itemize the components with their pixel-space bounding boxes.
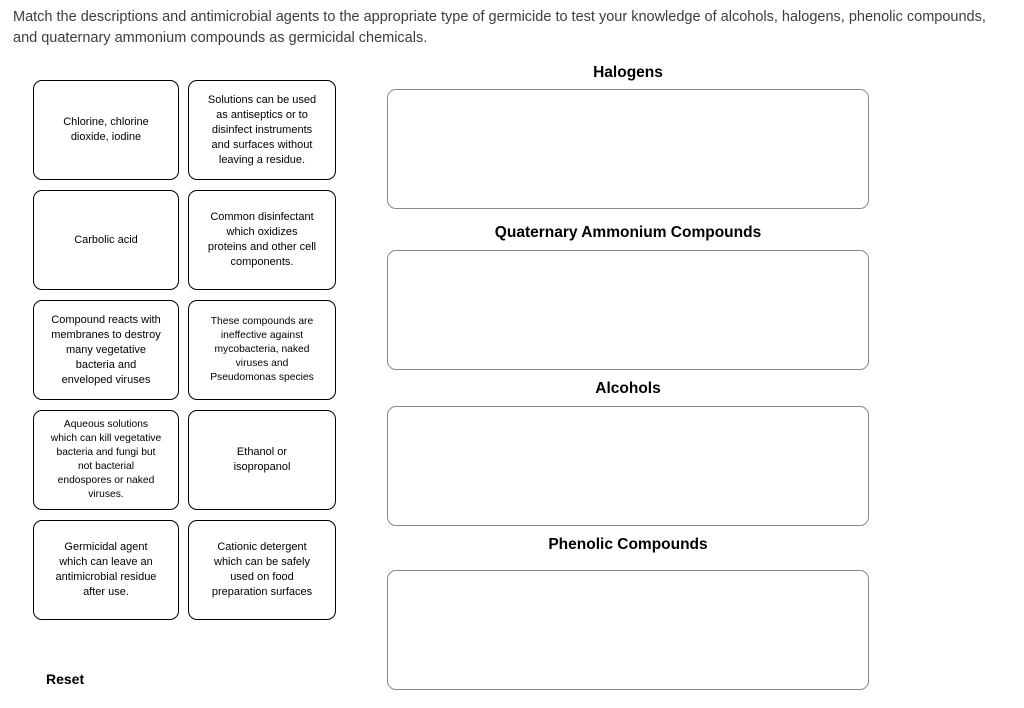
card-membrane-reaction-description[interactable]: Compound reacts with membranes to destro…	[33, 300, 179, 400]
zone-header-quaternary-ammonium-compounds: Quaternary Ammonium Compounds	[494, 224, 762, 241]
reset-button[interactable]: Reset	[46, 671, 85, 687]
drop-zone-halogens[interactable]	[387, 89, 869, 209]
card-label: Cationic detergent which can be safely u…	[211, 541, 313, 598]
zone-header-alcohols: Alcohols	[595, 380, 661, 397]
instructions-text: Match the descriptions and antimicrobial…	[13, 9, 986, 46]
card-label: Chlorine, chlorine dioxide, iodine	[63, 116, 149, 143]
card-label: Solutions can be used as antiseptics or …	[207, 93, 317, 166]
card-residue-agent-description[interactable]: Germicidal agent which can leave an anti…	[33, 520, 179, 620]
card-grid: Chlorine, chlorine dioxide, iodine Solut…	[33, 80, 336, 620]
zone-header-phenolic-compounds: Phenolic Compounds	[548, 536, 708, 553]
zone-header-halogens: Halogens	[593, 64, 663, 81]
card-label: Common disinfectant which oxidizes prote…	[207, 211, 317, 268]
card-label: Ethanol or isopropanol	[233, 446, 291, 473]
card-label: Aqueous solutions which can kill vegetat…	[50, 419, 162, 500]
drop-zone-quaternary-ammonium-compounds[interactable]	[387, 250, 869, 370]
card-carbolic-acid[interactable]: Carbolic acid	[33, 190, 179, 290]
card-ethanol-agents[interactable]: Ethanol or isopropanol	[188, 410, 336, 510]
card-oxidizing-disinfectant-description[interactable]: Common disinfectant which oxidizes prote…	[188, 190, 336, 290]
card-cationic-detergent-description[interactable]: Cationic detergent which can be safely u…	[188, 520, 336, 620]
drop-zone-phenolic-compounds[interactable]	[387, 570, 869, 690]
card-chlorine-agents[interactable]: Chlorine, chlorine dioxide, iodine	[33, 80, 179, 180]
card-label: Compound reacts with membranes to destro…	[51, 313, 161, 386]
card-aqueous-solutions-description[interactable]: Aqueous solutions which can kill vegetat…	[33, 410, 179, 510]
drop-zone-alcohols[interactable]	[387, 406, 869, 526]
card-label: Carbolic acid	[74, 233, 138, 246]
card-ineffective-compounds-description[interactable]: These compounds are ineffective against …	[188, 300, 336, 400]
card-label: Germicidal agent which can leave an anti…	[55, 541, 157, 598]
card-antiseptic-description[interactable]: Solutions can be used as antiseptics or …	[188, 80, 336, 180]
card-label: These compounds are ineffective against …	[210, 316, 314, 383]
